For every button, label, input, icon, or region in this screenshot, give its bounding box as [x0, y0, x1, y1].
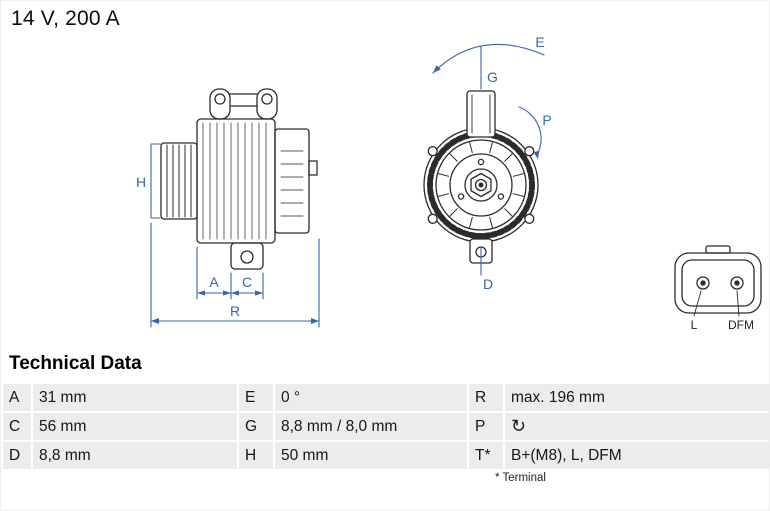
- technical-drawing-area: 14 V, 200 A: [1, 1, 769, 351]
- connector-pin-labels: L DFM: [691, 318, 754, 332]
- connector-pin-l-label: L: [691, 318, 698, 332]
- table-row: A 31 mm E 0 ° R max. 196 mm: [3, 384, 769, 411]
- spec-key: H: [239, 442, 273, 469]
- alternator-front-view: [423, 90, 539, 264]
- dim-label-a: A: [209, 274, 219, 290]
- spec-value: B+(M8), L, DFM: [505, 442, 769, 469]
- spec-key: A: [3, 384, 31, 411]
- terminal-footnote: * Terminal: [495, 472, 546, 484]
- alternator-side-view: [160, 88, 318, 270]
- dim-label-h: H: [136, 174, 146, 190]
- dimension-lines: [150, 43, 545, 328]
- technical-data-table: A 31 mm E 0 ° R max. 196 mm C 56 mm G 8,…: [1, 382, 769, 471]
- connector-pin-dfm-label: DFM: [728, 318, 754, 332]
- alternator-drawing: L DFM: [136, 34, 762, 332]
- connector-diagram: [674, 245, 762, 317]
- dim-label-g: G: [487, 69, 498, 85]
- spec-key: T*: [469, 442, 503, 469]
- dim-label-p: P: [542, 112, 551, 128]
- spec-key: C: [3, 413, 31, 440]
- spec-value: 8,8 mm / 8,0 mm: [275, 413, 467, 440]
- table-row: C 56 mm G 8,8 mm / 8,0 mm P ↻: [3, 413, 769, 440]
- technical-data-heading: Technical Data: [9, 353, 142, 374]
- dimension-labels: H A C R E G P D: [136, 34, 552, 319]
- rotation-clockwise-icon: ↻: [511, 415, 527, 436]
- dim-label-d: D: [483, 276, 493, 292]
- spec-key: G: [239, 413, 273, 440]
- dim-label-e: E: [535, 34, 544, 50]
- spec-key: R: [469, 384, 503, 411]
- dim-label-r: R: [230, 303, 240, 319]
- spec-key: D: [3, 442, 31, 469]
- table-row: D 8,8 mm H 50 mm T* B+(M8), L, DFM: [3, 442, 769, 469]
- spec-key: E: [239, 384, 273, 411]
- drawing-lines: [160, 88, 762, 317]
- spec-value: 50 mm: [275, 442, 467, 469]
- dimension-arrowheads: [151, 65, 540, 324]
- product-rating-title: 14 V, 200 A: [11, 7, 120, 30]
- spec-value: 31 mm: [33, 384, 237, 411]
- spec-value-rotation: ↻: [505, 413, 769, 440]
- spec-value: 8,8 mm: [33, 442, 237, 469]
- spec-value: 56 mm: [33, 413, 237, 440]
- spec-value: 0 °: [275, 384, 467, 411]
- spec-key: P: [469, 413, 503, 440]
- dim-label-c: C: [242, 274, 252, 290]
- spec-value: max. 196 mm: [505, 384, 769, 411]
